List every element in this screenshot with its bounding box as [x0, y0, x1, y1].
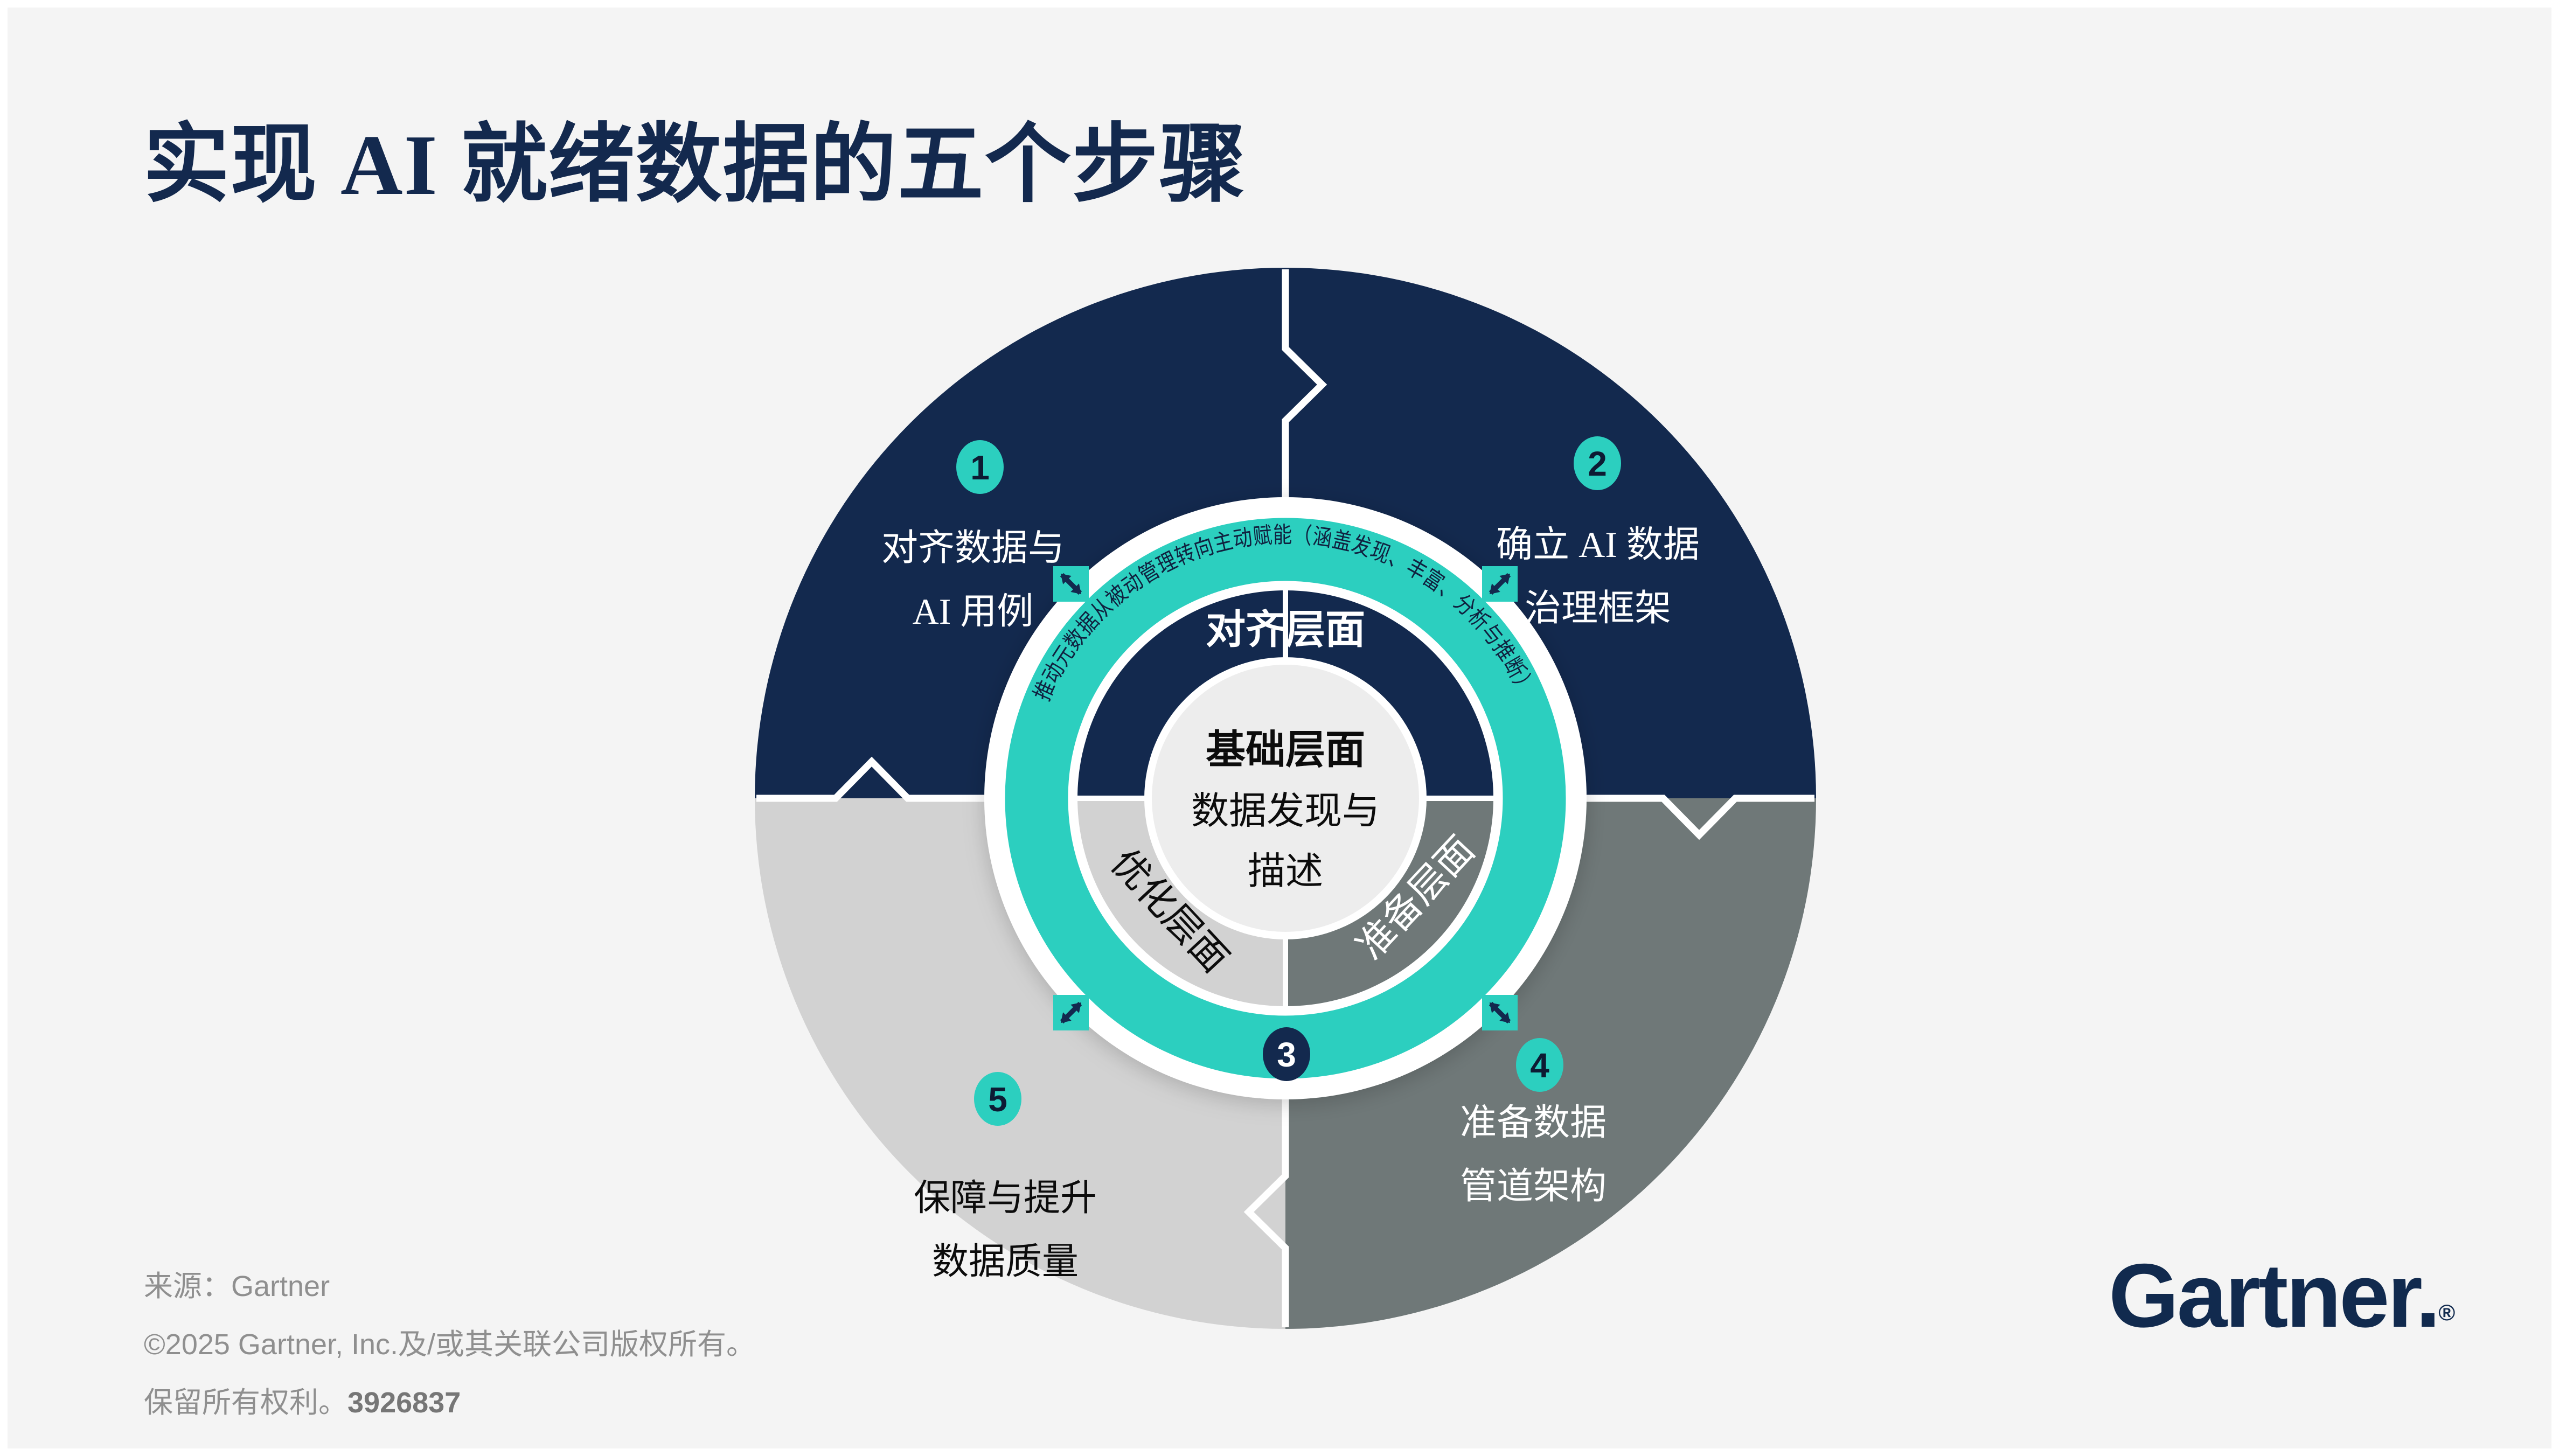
- step-badge-3: 3: [1263, 1027, 1310, 1081]
- step-1-label: 对齐数据与 AI 用例: [881, 527, 1065, 632]
- optimize-layer-segment: [1077, 798, 1285, 1006]
- page-title: 实现 AI 就绪数据的五个步骤: [143, 117, 1247, 213]
- svg-text:2: 2: [1588, 444, 1607, 483]
- exchange-arrow-icon-bottom-right: [1482, 995, 1518, 1030]
- step-5-label: 保障与提升 数据质量: [914, 1178, 1097, 1282]
- foundation-line2: 描述: [1248, 851, 1323, 893]
- divider-top-chevron: [1282, 269, 1327, 504]
- svg-text:AI 用例: AI 用例: [913, 591, 1034, 632]
- exchange-arrow-icon-top-left: [1053, 566, 1089, 602]
- svg-text:确立 AI 数据: 确立 AI 数据: [1496, 524, 1700, 565]
- foundation-line1: 数据发现与: [1191, 791, 1380, 832]
- align-layer-segment: [1077, 590, 1493, 798]
- step-badge-1: 1: [956, 440, 1004, 494]
- rights-line: 保留所有权利。3926837: [144, 1387, 461, 1419]
- exchange-arrow-icon-bottom-left: [1053, 995, 1089, 1030]
- step-4-label: 准备数据 管道架构: [1460, 1102, 1607, 1207]
- step-badge-2: 2: [1574, 436, 1621, 490]
- divider-left-chevron: [756, 756, 991, 802]
- registered-mark: ®: [2438, 1300, 2456, 1325]
- divider-bottom-chevron: [1243, 1093, 1289, 1327]
- middle-ring-separators: [1077, 590, 1493, 1006]
- svg-text:治理框架: 治理框架: [1525, 588, 1671, 629]
- svg-text:3: 3: [1277, 1035, 1296, 1074]
- document-id: 3926837: [347, 1387, 461, 1419]
- footer: 来源：Gartner ©2025 Gartner, Inc.及/或其关联公司版权…: [144, 1257, 755, 1432]
- svg-text:5: 5: [988, 1080, 1007, 1119]
- divider-right-chevron: [1580, 795, 1814, 840]
- prepare-layer-segment: [1285, 798, 1493, 1006]
- wheel-svg: 推动元数据从被动管理转向主动赋能（涵盖发现、丰富、分析与推断） 对齐层面 优化层…: [755, 268, 1816, 1329]
- exchange-arrow-icon-top-right: [1482, 566, 1518, 602]
- gartner-logo: Gartner.®: [2109, 1245, 2456, 1346]
- svg-text:准备数据: 准备数据: [1460, 1102, 1607, 1143]
- step-2-label: 确立 AI 数据 治理框架: [1496, 524, 1700, 629]
- foundation-title: 基础层面: [1206, 728, 1365, 772]
- step-badge-4: 4: [1516, 1038, 1563, 1092]
- svg-text:保障与提升: 保障与提升: [914, 1178, 1097, 1218]
- svg-text:数据质量: 数据质量: [932, 1241, 1079, 1282]
- copyright-line: ©2025 Gartner, Inc.及/或其关联公司版权所有。: [144, 1328, 756, 1361]
- svg-text:对齐数据与: 对齐数据与: [881, 527, 1065, 568]
- foundation-center-circle: [1152, 665, 1419, 932]
- align-layer-label: 对齐层面: [1206, 608, 1365, 652]
- svg-text:管道架构: 管道架构: [1460, 1166, 1607, 1207]
- step-badge-5: 5: [974, 1072, 1021, 1126]
- five-steps-wheel-diagram: 推动元数据从被动管理转向主动赋能（涵盖发现、丰富、分析与推断） 对齐层面 优化层…: [720, 233, 1851, 1364]
- svg-text:1: 1: [970, 448, 990, 487]
- source-line: 来源：Gartner: [144, 1270, 330, 1302]
- svg-text:4: 4: [1530, 1046, 1549, 1085]
